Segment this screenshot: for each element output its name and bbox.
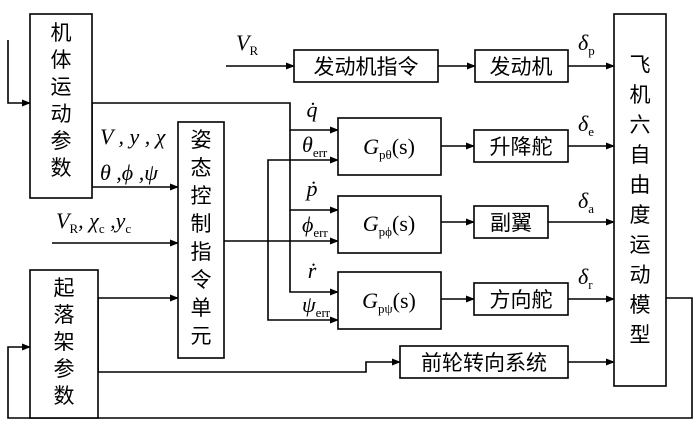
svg-text:制: 制 <box>191 212 212 236</box>
gear-to-nose-steer <box>97 347 401 373</box>
svg-text:机: 机 <box>630 83 651 107</box>
qdot-branch-low <box>289 210 339 296</box>
svg-text:姿: 姿 <box>191 128 212 152</box>
vr-top-label: VR <box>236 30 258 58</box>
aileron-label: 副翼 <box>490 211 532 235</box>
svg-text:元: 元 <box>191 324 212 348</box>
body-params-box <box>29 13 93 199</box>
six-dof-model-label: 飞 机 六 自 由 度 运 动 模 型 <box>630 53 651 347</box>
vr-command-label: VR, χc ,yc <box>56 208 131 236</box>
state-line-1: V , y , χ <box>100 124 167 149</box>
feedback-line-bottom <box>7 297 693 419</box>
g-theta-box <box>337 117 442 176</box>
attitude-unit-label: 姿 态 控 制 指 令 单 元 <box>191 128 212 348</box>
g-theta-label: Gpθ(s) <box>363 134 415 162</box>
engine-command-label: 发动机指令 <box>314 55 419 79</box>
svg-text:参: 参 <box>54 357 75 381</box>
nose-steer-box <box>399 345 569 379</box>
svg-text:指: 指 <box>191 240 212 264</box>
delta-e-label: δe <box>578 111 594 139</box>
g-phi-label: Gpϕ(s) <box>363 211 415 239</box>
gear-params-box <box>29 269 99 419</box>
state-line-2: θ ,ϕ ,ψ <box>100 160 158 185</box>
svg-text:机: 机 <box>51 21 72 45</box>
svg-text:自: 自 <box>630 143 651 167</box>
six-dof-model-box <box>613 13 667 387</box>
rudder-label: 方向舵 <box>490 288 553 312</box>
svg-text:落: 落 <box>54 303 75 327</box>
attitude-unit-box <box>177 121 225 359</box>
svg-text:动: 动 <box>630 263 651 287</box>
g-psi-label: Gpψ(s) <box>362 288 416 316</box>
engine-box <box>474 49 569 83</box>
delta-r-label: δr <box>578 264 593 292</box>
g-psi-box <box>337 271 442 330</box>
svg-text:型: 型 <box>630 323 651 347</box>
svg-text:态: 态 <box>191 156 212 180</box>
psi-err-label: ψerr <box>302 292 331 320</box>
svg-text:运: 运 <box>51 75 72 99</box>
q-dot-label: q̇ <box>307 97 318 122</box>
svg-text:飞: 飞 <box>630 53 651 77</box>
gear-to-attitude <box>97 294 179 347</box>
attitude-to-theta <box>267 156 339 241</box>
rudder-box <box>473 282 569 316</box>
phi-err-label: ϕerr <box>302 212 328 240</box>
delta-p-label: δp <box>578 30 595 58</box>
attitude-to-psi <box>267 241 339 324</box>
svg-text:数: 数 <box>54 384 75 408</box>
svg-text:动: 动 <box>51 102 72 126</box>
r-dot-label: ṙ <box>308 258 317 283</box>
svg-text:度: 度 <box>630 203 651 227</box>
svg-text:单: 单 <box>191 296 212 320</box>
svg-text:体: 体 <box>51 48 72 72</box>
engine-label: 发动机 <box>490 55 553 79</box>
delta-a-label: δa <box>578 188 594 216</box>
svg-text:起: 起 <box>54 276 75 300</box>
svg-text:架: 架 <box>54 330 75 354</box>
feedback-line-top <box>7 40 31 107</box>
svg-text:运: 运 <box>630 233 651 257</box>
svg-text:由: 由 <box>630 173 651 197</box>
body-params-label: 机 体 运 动 参 数 <box>51 21 72 180</box>
aileron-box <box>473 205 549 239</box>
elevator-box <box>473 129 569 163</box>
svg-text:六: 六 <box>630 113 651 137</box>
svg-text:模: 模 <box>630 293 651 317</box>
p-dot-label: ṗ <box>305 176 318 201</box>
nose-steer-label: 前轮转向系统 <box>421 351 547 375</box>
body-params-output-line <box>92 102 339 134</box>
svg-text:控: 控 <box>191 184 212 208</box>
svg-text:数: 数 <box>51 156 72 180</box>
svg-text:令: 令 <box>191 268 212 292</box>
theta-err-label: θerr <box>302 132 328 160</box>
g-phi-box <box>337 195 442 254</box>
engine-command-box <box>293 49 439 83</box>
svg-text:参: 参 <box>51 129 72 153</box>
gear-params-label: 起 落 架 参 数 <box>54 276 75 408</box>
elevator-label: 升降舵 <box>490 135 553 159</box>
